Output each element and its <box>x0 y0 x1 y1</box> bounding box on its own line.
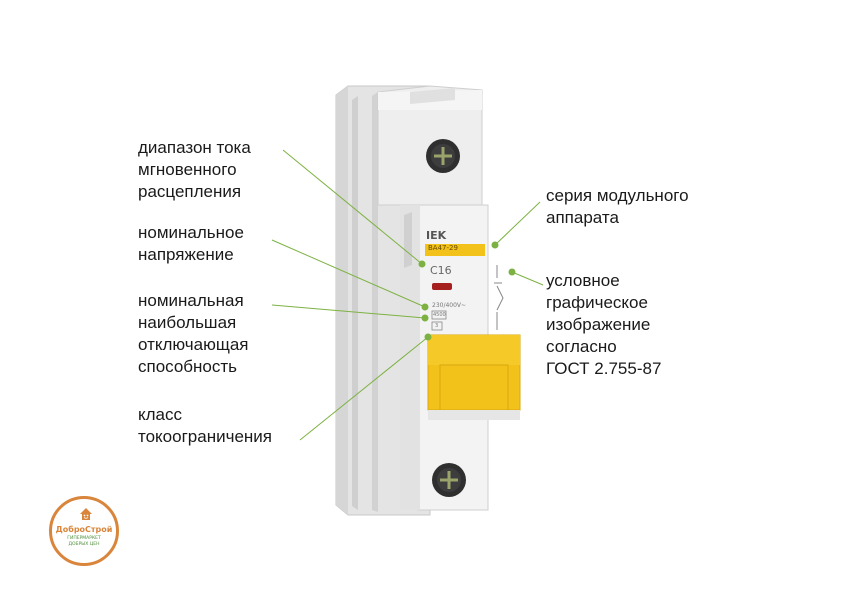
logo-tagline: Гипермаркет добрых цен <box>67 536 101 547</box>
device-brand: IEK <box>426 229 447 242</box>
device-voltage: 230/400V~ <box>432 302 467 309</box>
status-indicator <box>432 283 452 290</box>
device-breaking: 4500 <box>433 312 446 318</box>
house-icon <box>80 508 92 520</box>
callout-line-rated-voltage <box>271 239 426 308</box>
label-symbol: условное графическое изображение согласн… <box>546 271 662 378</box>
logo-name: ДоброСтрой <box>55 525 113 534</box>
label-rated-voltage: номинальное напряжение <box>138 223 244 264</box>
dobrostroy-logo: ДоброСтрой Гипермаркет добрых цен <box>49 496 119 566</box>
series-band <box>425 244 485 256</box>
label-breaking-capacity: номинальная наибольшая отключающая спосо… <box>138 291 249 376</box>
device-curve-rating: C16 <box>430 264 452 277</box>
label-trip-range: диапазон тока мгновенного расцепления <box>138 138 251 201</box>
callout-line-current-class <box>299 336 429 441</box>
callout-line-trip-range <box>282 149 423 265</box>
callout-line-symbol <box>511 271 544 286</box>
device-class: 3 <box>435 323 439 329</box>
label-current-class: класс токоограничения <box>138 405 272 446</box>
label-series: серия модульного аппарата <box>546 186 689 227</box>
device-series-code: ВА47-29 <box>428 244 458 252</box>
graphic-symbol <box>494 265 504 330</box>
callout-line-breaking-capacity <box>271 304 426 319</box>
callout-line-series <box>494 201 541 246</box>
